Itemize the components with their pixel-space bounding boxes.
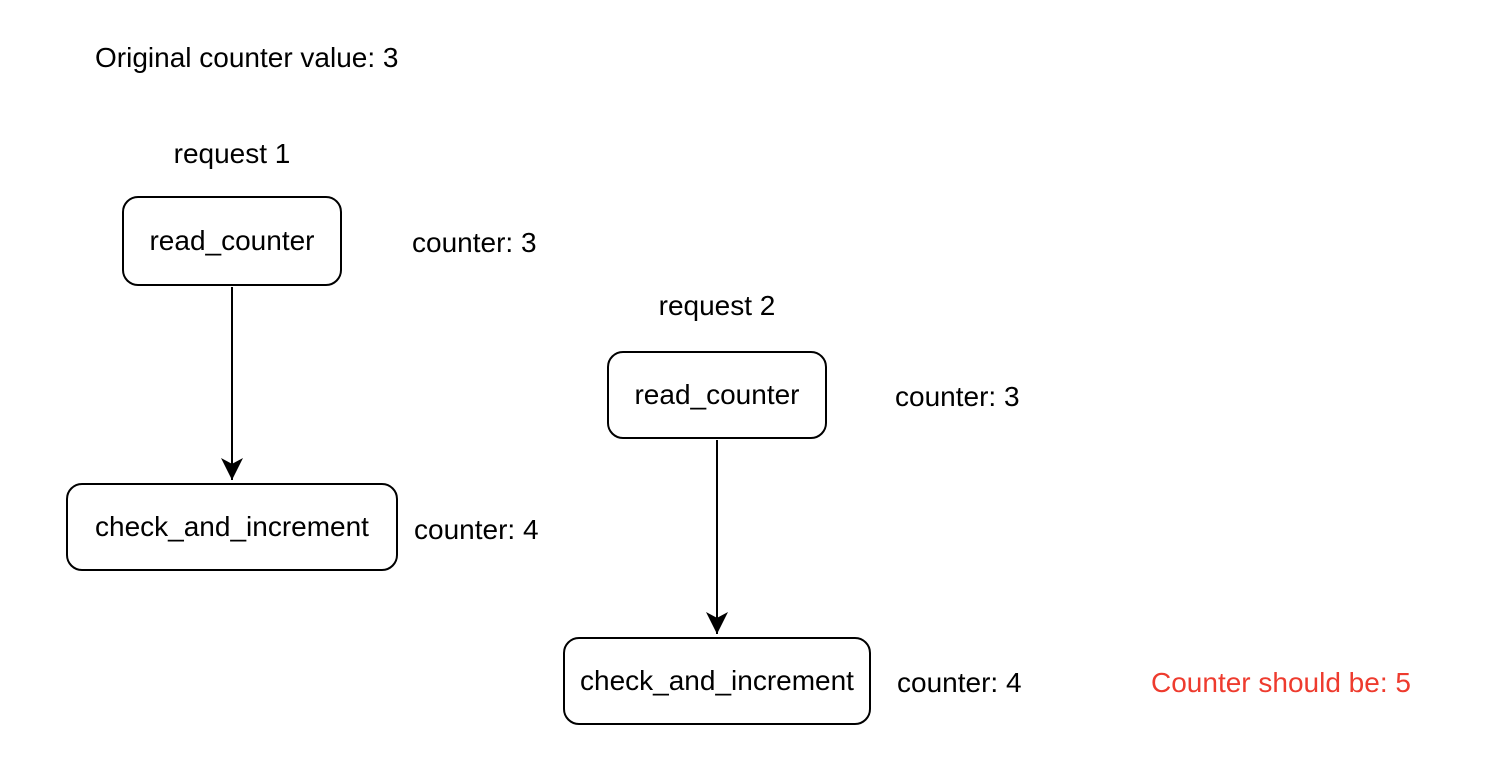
request2-check-and-increment-node: check_and_increment (563, 637, 871, 725)
request1-check-and-increment-annotation: counter: 4 (414, 514, 539, 545)
request1-read-counter-annotation: counter: 3 (412, 227, 537, 258)
request1-check-and-increment-node-label: check_and_increment (95, 511, 369, 542)
request2-read-counter-node-label: read_counter (634, 379, 800, 410)
diagram-title: Original counter value: 3 (95, 42, 399, 73)
request2-check-and-increment-annotation: counter: 4 (897, 667, 1022, 698)
request2-read-counter-annotation: counter: 3 (895, 381, 1020, 412)
request2-label: request 2 (658, 290, 776, 321)
request2-check-and-increment-node-label: check_and_increment (580, 665, 854, 696)
request1-label: request 1 (173, 138, 291, 169)
request1-check-and-increment-node: check_and_increment (66, 483, 398, 571)
counter-expected-value-note: Counter should be: 5 (1151, 667, 1411, 698)
request1-read-counter-node-label: read_counter (149, 225, 315, 256)
request2-read-counter-node: read_counter (607, 351, 827, 439)
request1-read-counter-node: read_counter (122, 196, 342, 286)
